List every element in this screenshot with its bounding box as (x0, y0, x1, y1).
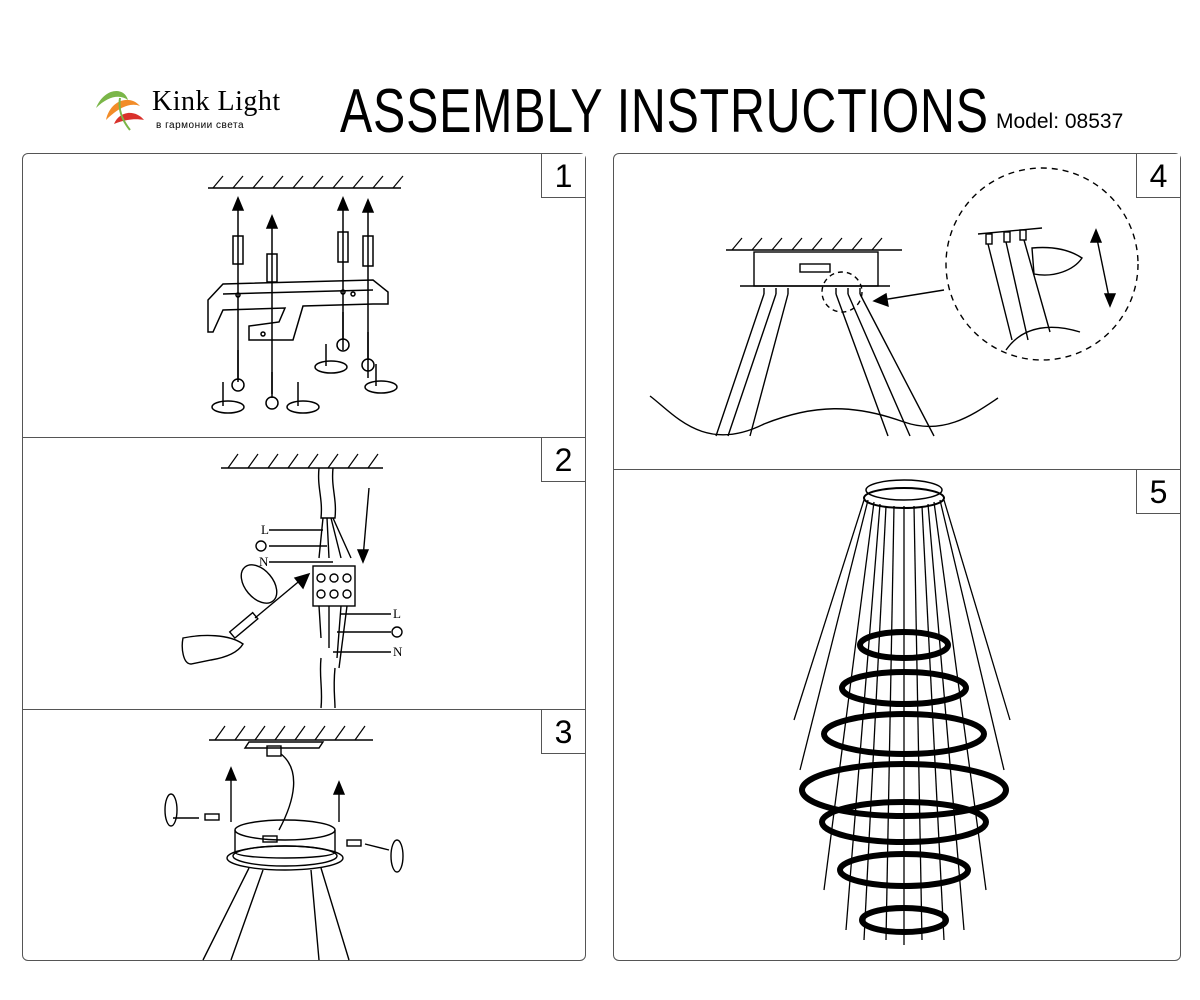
step-1: 1 (23, 154, 585, 438)
brand-name: Kink Light (152, 86, 281, 117)
step-4: 4 (614, 154, 1180, 470)
step-2-illustration: L N L N (181, 453, 403, 709)
step-3-illustration (164, 725, 404, 961)
step-5-number: 5 (1136, 470, 1180, 514)
left-panel: 1 (22, 153, 586, 961)
model-number: Model: 08537 (996, 110, 1124, 133)
step-5: 5 (614, 470, 1180, 960)
wire-label-n-bottom: N (393, 644, 403, 659)
step-3-number: 3 (541, 710, 585, 754)
step-5-illustration (793, 479, 1011, 945)
right-panel: 4 (613, 153, 1181, 961)
step-1-illustration (207, 175, 404, 414)
page-title: ASSEMBLY INSTRUCTIONS (340, 77, 989, 146)
step-4-illustration (649, 167, 1139, 437)
logo-icon (96, 90, 144, 131)
step-2: 2 (23, 438, 585, 710)
step-2-number: 2 (541, 438, 585, 482)
wire-label-l-bottom: L (393, 606, 401, 621)
step-3: 3 (23, 710, 585, 961)
step-4-number: 4 (1136, 154, 1180, 198)
step-1-number: 1 (541, 154, 585, 198)
wire-label-n-top: N (259, 554, 269, 569)
brand-tagline: в гармонии света (156, 120, 245, 131)
brand-logo (90, 80, 290, 140)
wire-label-l-top: L (261, 522, 269, 537)
